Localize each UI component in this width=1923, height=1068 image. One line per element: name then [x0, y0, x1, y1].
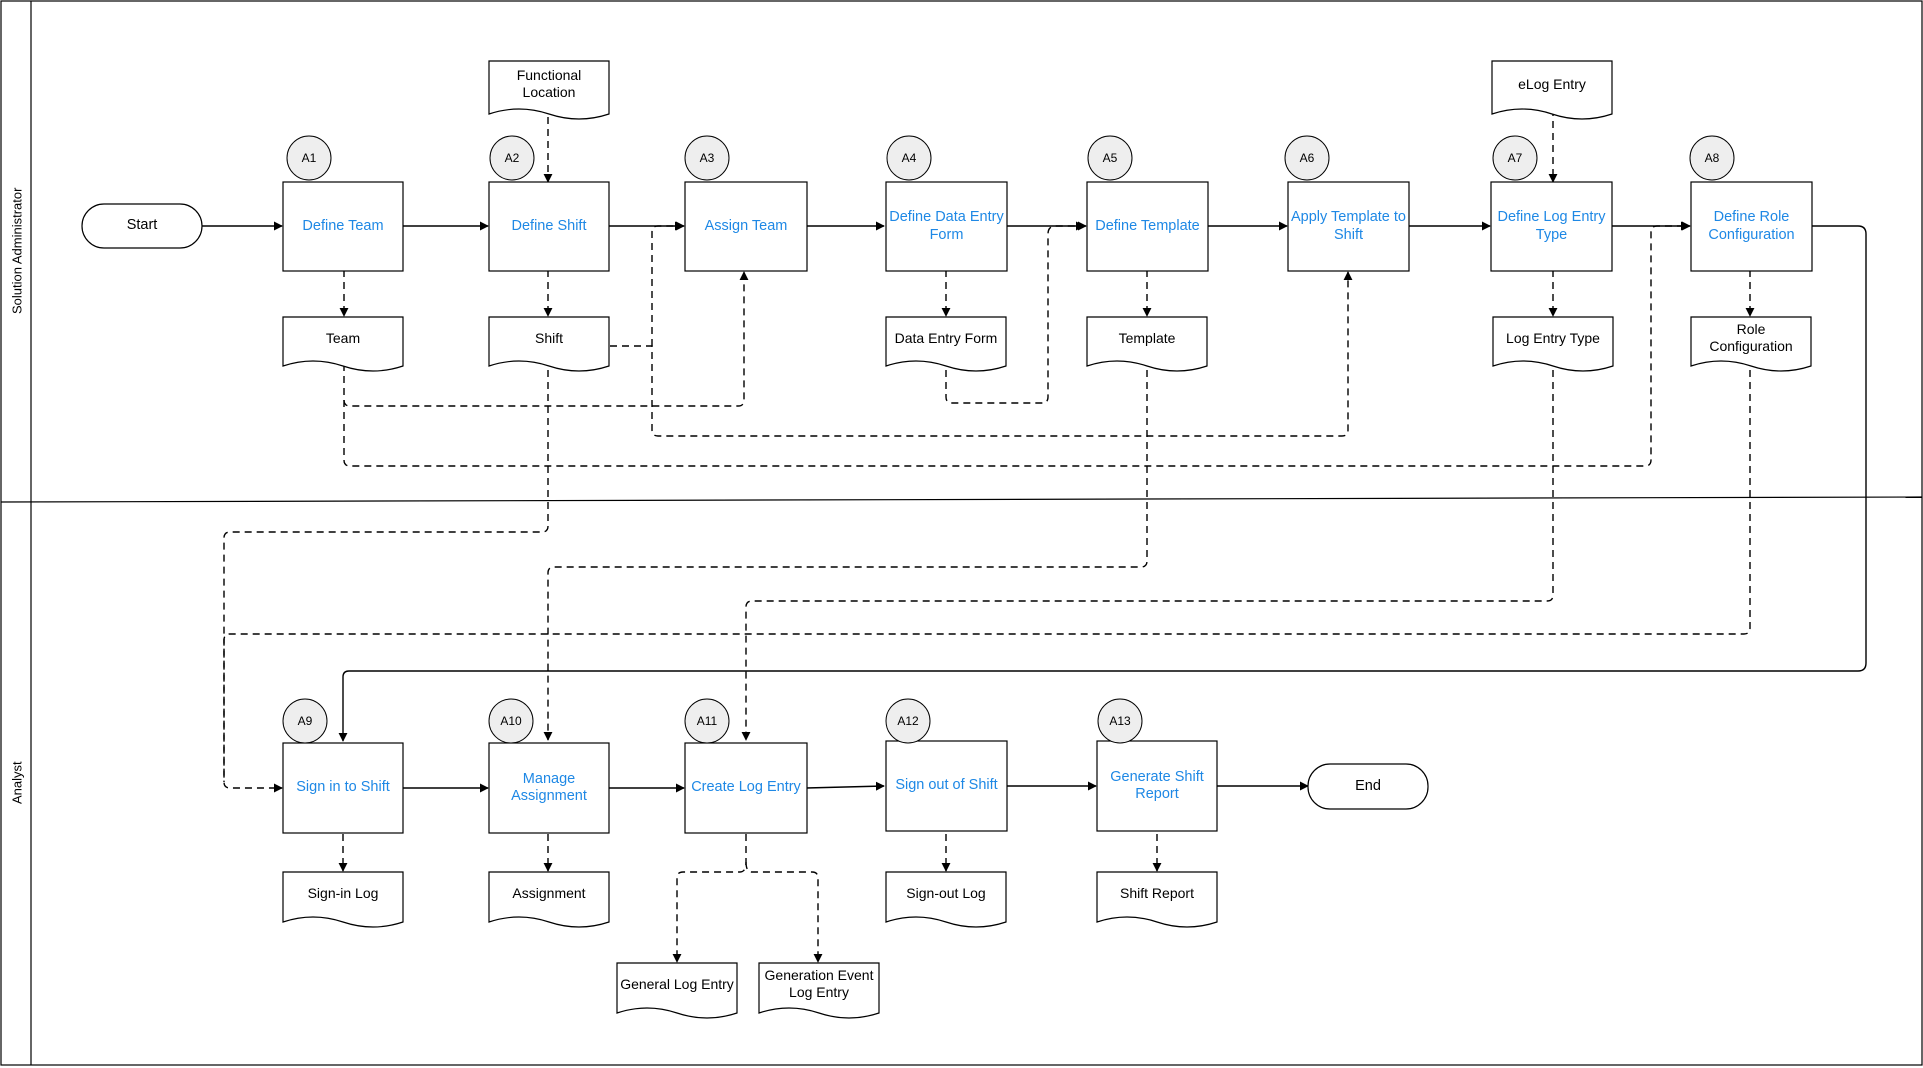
document-functional-location: Functional Location: [516, 67, 582, 100]
document-shift: Shift: [534, 329, 563, 346]
document-generation-event-log-entry: Generation Event Log Entry: [764, 967, 874, 1000]
document-assignment: Assignment: [512, 884, 586, 901]
step-badge-a12: A12: [897, 713, 919, 728]
lane-label-analyst: Analyst: [9, 761, 25, 804]
step-badges: [282, 135, 1735, 744]
document-team: Team: [325, 329, 361, 346]
activity-manage-assignment[interactable]: Manage Assignment: [511, 770, 587, 804]
activity-sign-in-to-shift[interactable]: Sign in to Shift: [296, 779, 390, 796]
activity-sign-out-of-shift[interactable]: Sign out of Shift: [895, 777, 998, 794]
step-badge-a7: A7: [1507, 150, 1523, 165]
step-badge-a2: A2: [504, 150, 520, 165]
end-terminator[interactable]: End: [1355, 777, 1381, 794]
document-log-entry-type: Log Entry Type: [1506, 329, 1600, 346]
document-role-configuration: Role Configuration: [1709, 321, 1793, 354]
activity-assign-team[interactable]: Assign Team: [704, 217, 788, 234]
activity-define-shift[interactable]: Define Shift: [511, 217, 587, 234]
lane-label-solution-administrator: Solution Administrator: [9, 187, 25, 315]
document-shift-report: Shift Report: [1120, 884, 1194, 901]
document-elog-entry: eLog Entry: [1518, 75, 1586, 92]
document-sign-in-log: Sign-in Log: [307, 884, 379, 901]
activity-define-template[interactable]: Define Template: [1095, 217, 1200, 234]
step-badge-a9: A9: [297, 713, 313, 728]
activity-boxes: [282, 181, 1813, 834]
process-flow-connectors: [202, 221, 1867, 793]
start-terminator[interactable]: Start: [126, 217, 158, 234]
step-badge-a3: A3: [699, 150, 715, 165]
activity-define-team[interactable]: Define Team: [302, 217, 384, 234]
activity-generate-shift-report[interactable]: Generate Shift Report: [1110, 768, 1204, 802]
step-badge-a8: A8: [1704, 150, 1720, 165]
document-shapes: [282, 60, 1812, 1019]
activity-apply-template-to-shift[interactable]: Apply Template to Shift: [1291, 209, 1406, 243]
document-sign-out-log: Sign-out Log: [906, 884, 986, 901]
activity-create-log-entry[interactable]: Create Log Entry: [691, 779, 801, 796]
activity-define-data-entry-form[interactable]: Define Data Entry Form: [889, 209, 1004, 243]
terminators: [81, 203, 1429, 810]
document-general-log-entry: General Log Entry: [620, 975, 734, 992]
activity-define-log-entry-type[interactable]: Define Log Entry Type: [1497, 209, 1606, 243]
step-badge-a10: A10: [500, 713, 522, 728]
step-badge-a5: A5: [1102, 150, 1118, 165]
step-badge-a6: A6: [1299, 150, 1315, 165]
step-badge-a4: A4: [901, 150, 917, 165]
step-badge-a13: A13: [1109, 713, 1131, 728]
document-template: Template: [1118, 329, 1176, 346]
document-data-entry-form: Data Entry Form: [894, 329, 998, 346]
activity-define-role-configuration[interactable]: Define Role Configuration: [1708, 209, 1795, 243]
data-flow-connectors: [223, 81, 1755, 963]
step-badge-a11: A11: [696, 713, 718, 728]
step-badge-a1: A1: [301, 150, 317, 165]
